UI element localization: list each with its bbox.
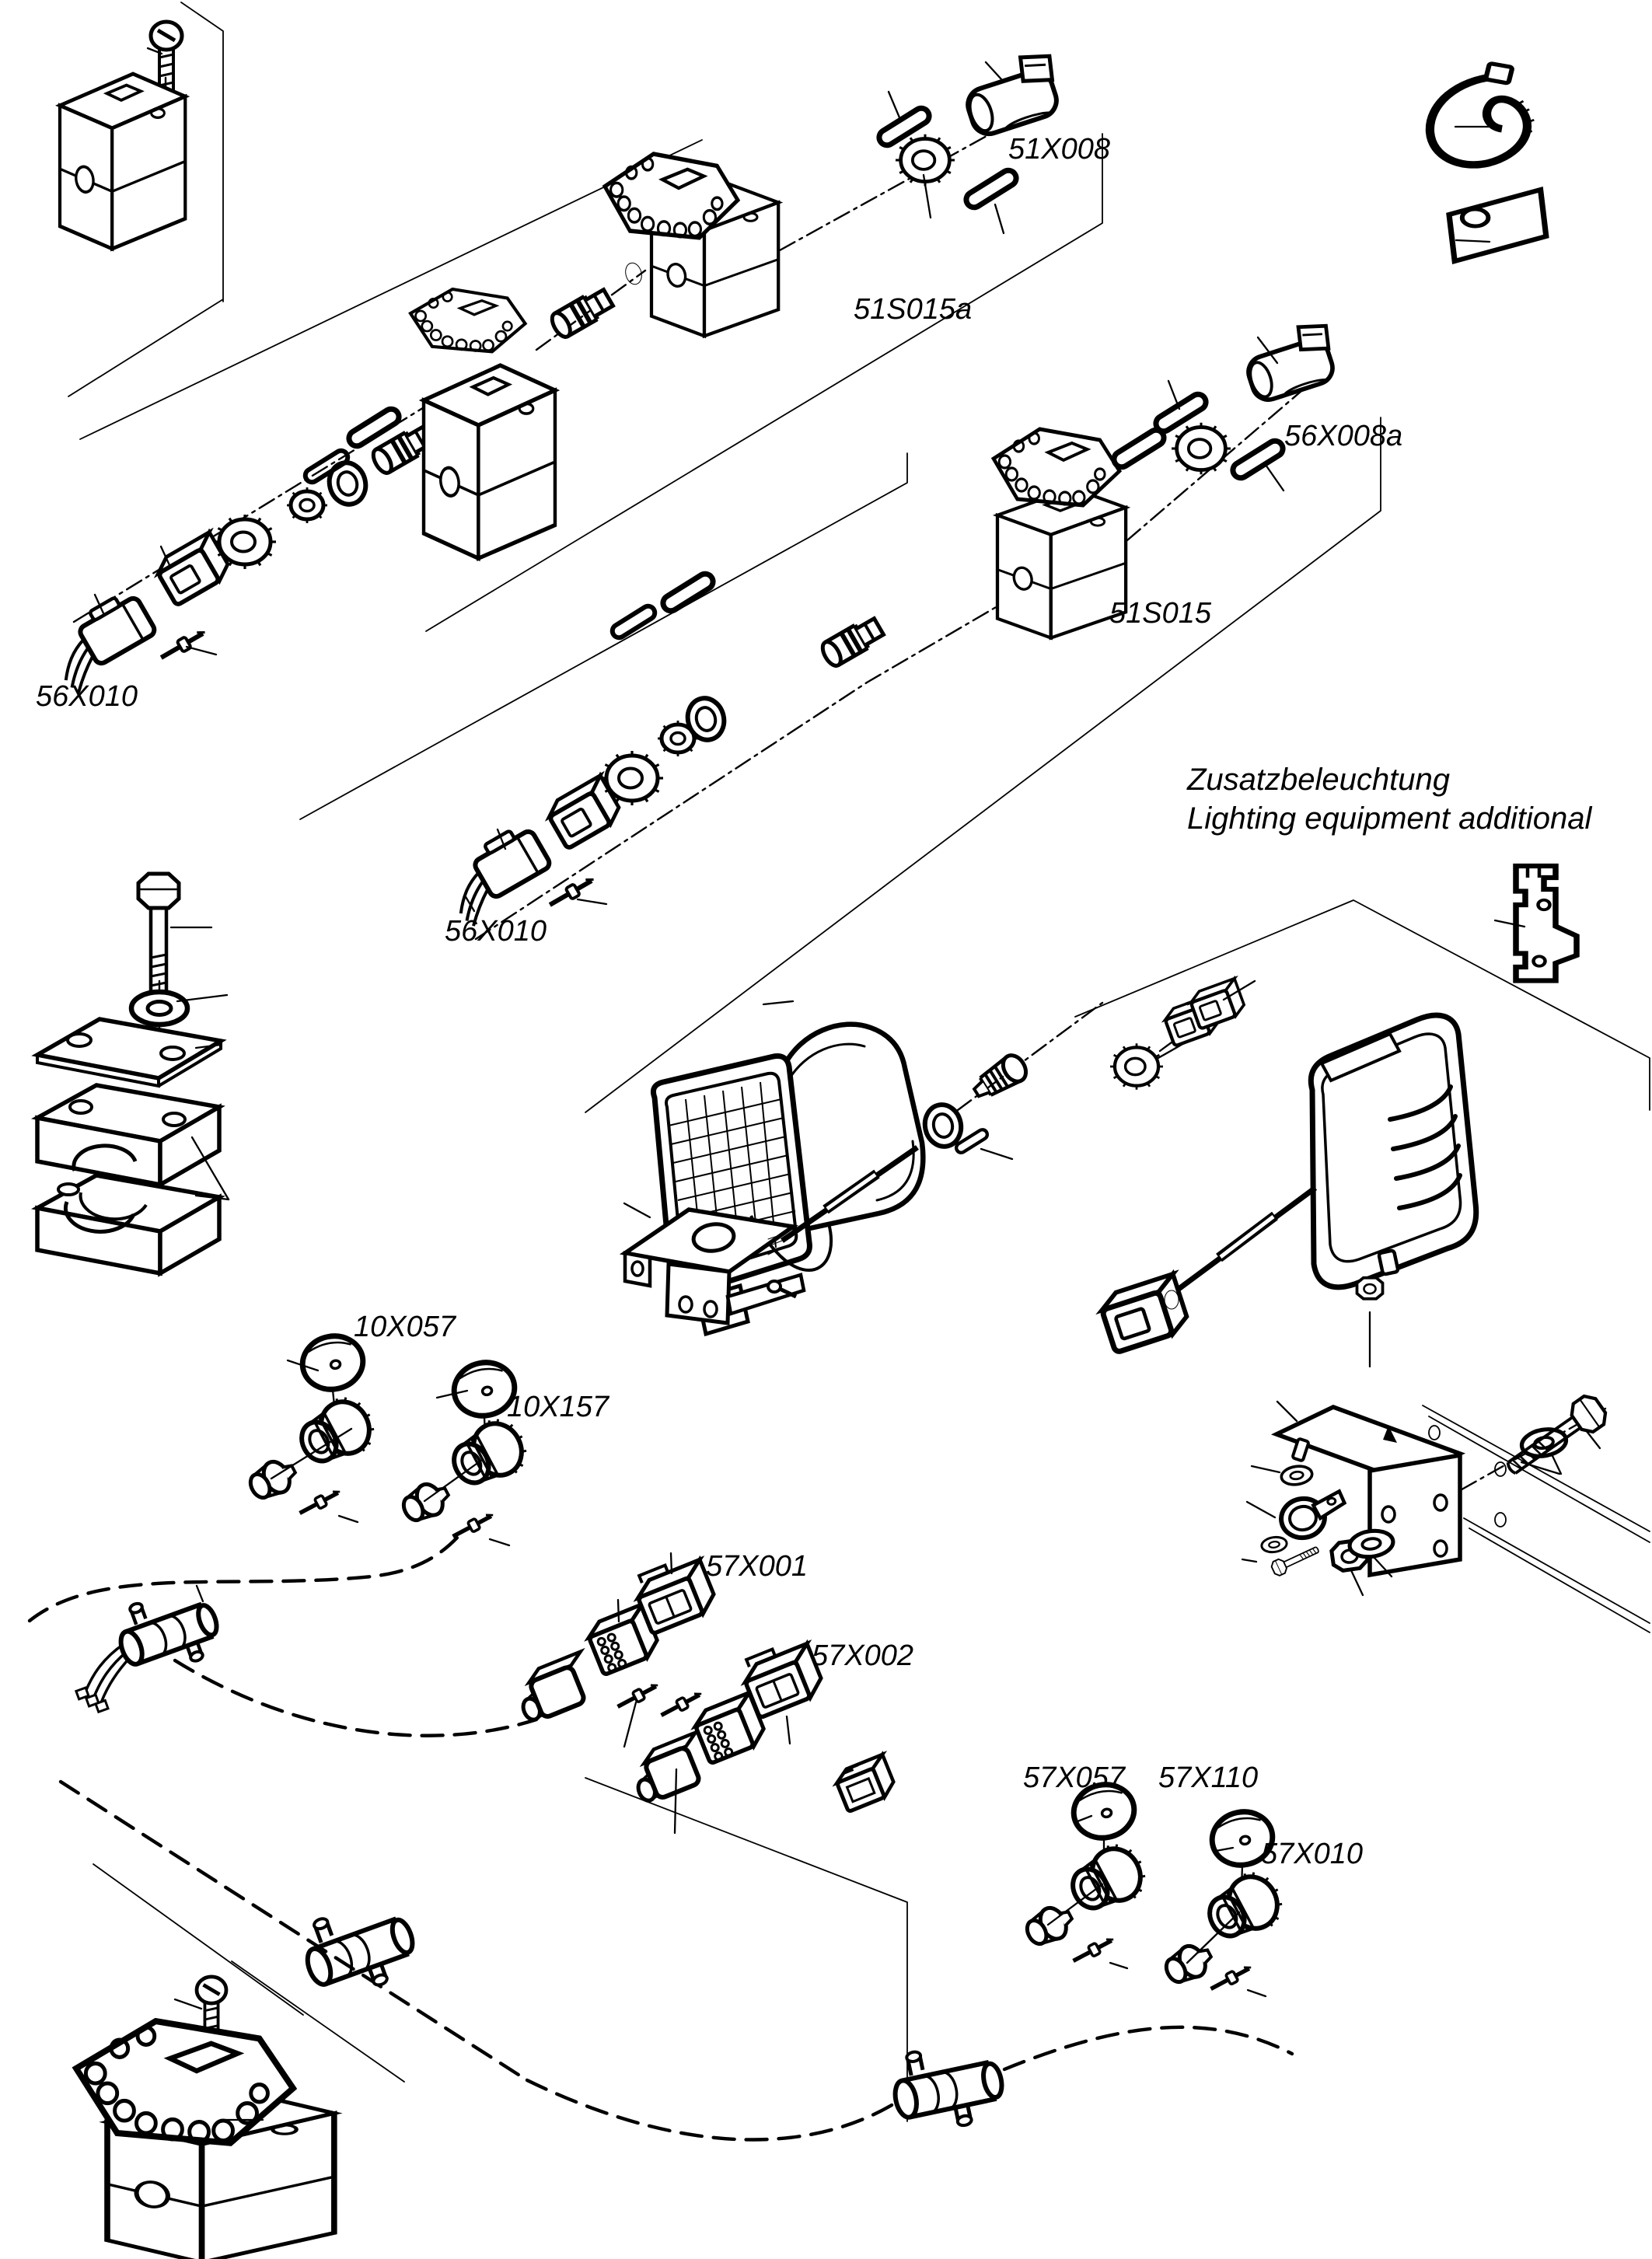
part-label: 51S015 [1109,597,1212,630]
o-ring-icon [660,571,716,613]
part-label: 56X010 [36,680,138,713]
pipe-clamp-icon [37,1085,219,1185]
washer-icon [1259,1534,1289,1555]
gasket-plate-icon [410,289,526,351]
part-label: 57X010 [1261,1838,1363,1870]
washer-icon [1278,1463,1315,1488]
part-label: 56X008a [1284,420,1402,452]
hex-bolt-icon [138,874,179,1004]
mating-connector-pair [1110,979,1256,1090]
lamp-bracket-icon [619,1207,806,1325]
connector-plug-icon [1098,1274,1190,1353]
washer-icon [131,992,187,1025]
work-lamp-rear-icon [1308,1012,1479,1290]
o-ring-icon [1164,1290,1179,1310]
pin-terminal-icon [158,627,208,663]
connector-plug-icon [437,821,558,928]
pipe-clamp-icon [37,1175,219,1273]
section-title-en: Lighting equipment additional [1187,801,1593,836]
part-label: 56X010 [445,915,547,948]
gland-set-10X157 [398,1357,536,1541]
threaded-plug-icon [969,1051,1030,1104]
part-label: 57X110 [1158,1761,1258,1794]
leader-lines [93,47,1601,2121]
connector-set-57X001 [512,1552,719,1724]
section-title: Zusatzbeleuchtung Lighting equipment add… [1186,763,1593,836]
cable-tie-icon [1430,63,1534,165]
knurled-nut-icon [1172,423,1231,475]
gland-set-10X057 [245,1331,383,1518]
part-label: 10X057 [354,1311,457,1343]
coupling-ring-icon [325,459,371,508]
gland-set-57X057-57X110 [1022,1779,1154,1966]
o-ring-icon [963,167,1019,210]
harness-cable-icon [766,1145,919,1299]
gland-set-57X010 [1161,1807,1291,1994]
part-labels: 51X008 51S015a 56X008a 51S015 56X010 56X… [36,133,1402,1870]
part-label: 57X002 [812,1639,913,1672]
valve-block-icon [997,488,1126,638]
harness-routing-dashed [27,1535,1294,2142]
harness-cable-icon [1164,1185,1318,1301]
solenoid-coil-icon [1239,319,1342,403]
mounting-clip-icon [1516,866,1577,981]
p-clamp-icon [1278,1491,1350,1541]
valve-block-icon [60,74,185,249]
clamp-plate-icon [37,1019,221,1086]
section-title-de: Zusatzbeleuchtung [1186,763,1450,797]
part-label: 10X157 [507,1391,610,1423]
coupling-ring-icon [287,487,327,523]
cartridge-valve-icon [549,286,615,340]
pin-terminal-icon [547,875,596,910]
connector-plug-icon [42,588,163,695]
knurled-nut-icon [896,134,955,187]
gasket-plate-icon [994,429,1119,505]
part-label: 51X008 [1008,133,1110,166]
o-ring-icon [625,262,642,285]
part-label: 57X057 [1023,1761,1126,1794]
valve-block-icon [424,365,555,558]
label-tag-icon [1449,190,1546,261]
part-label: 51S015a [854,293,972,326]
construction-lines [68,2,1650,2122]
t-junction-icon [295,1892,424,2006]
hex-nut-icon [1355,1276,1385,1301]
cartridge-valve-icon [819,615,885,669]
part-label: 57X001 [706,1550,808,1583]
o-ring-icon [1111,427,1167,470]
solenoid-coil-icon [959,49,1067,138]
junction-cylinder-icon [55,1580,232,1716]
t-junction-icon [887,2035,1009,2138]
